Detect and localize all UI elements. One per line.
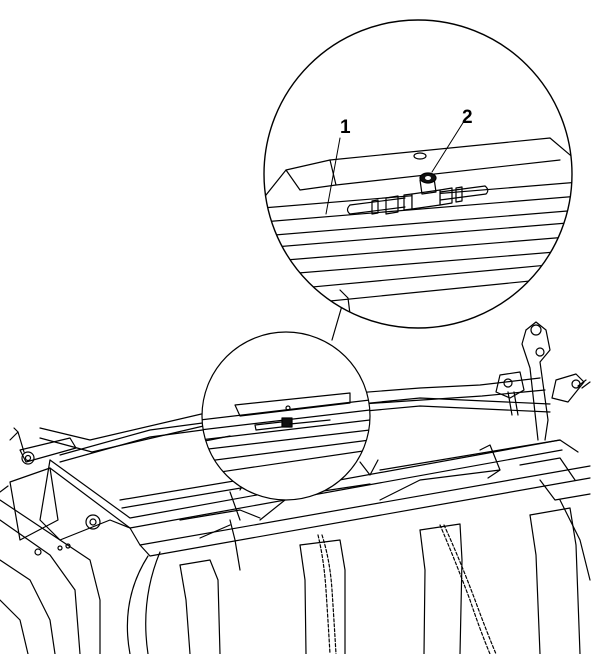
small-detail-circle bbox=[201, 291, 371, 501]
callout-2-label: 2 bbox=[462, 107, 473, 128]
main-frame bbox=[0, 321, 591, 654]
tines bbox=[126, 499, 591, 654]
callout-1-label: 1 bbox=[340, 117, 351, 138]
magnified-detail-circle bbox=[263, 19, 573, 329]
